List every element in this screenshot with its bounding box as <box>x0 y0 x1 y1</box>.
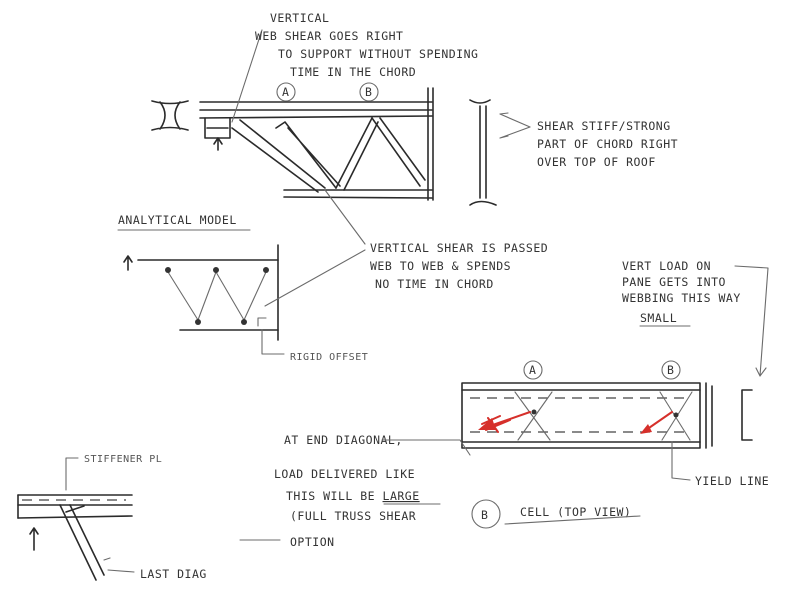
note-enddiag-3: THIS WILL BE LARGE <box>286 489 420 503</box>
enddiag-leader <box>381 439 471 456</box>
rigid-offset-label: RIGID OFFSET <box>290 352 368 363</box>
note-vload-1: VERT LOAD ON <box>622 259 711 273</box>
bottom-chord <box>283 189 433 199</box>
circle-b-top <box>359 82 379 102</box>
label-a-top: A <box>282 85 289 99</box>
note-enddiag-2: LOAD DELIVERED LIKE <box>274 467 415 481</box>
node-b <box>673 412 679 418</box>
last-diag-leader <box>103 557 135 573</box>
chord-section-x <box>151 100 189 131</box>
chord-profile-section <box>469 99 531 206</box>
small-load-arrow <box>645 411 673 431</box>
note-shear-3: OVER TOP OF ROOF <box>537 155 656 169</box>
stiffener-leader <box>65 457 79 491</box>
note-shear-2: PART OF CHORD RIGHT <box>537 137 678 151</box>
detail-reaction-arrow <box>29 527 39 551</box>
cell-outline <box>461 382 701 449</box>
leader-top-note <box>231 29 263 123</box>
cell-top-view-label: CELL (TOP VIEW) <box>520 505 631 519</box>
top-truss-elevation: A B <box>151 29 434 201</box>
model-reaction-arrow <box>123 255 133 271</box>
note-enddiag-1: AT END DIAGONAL, <box>284 433 403 447</box>
note-top-4: TIME IN THE CHORD <box>290 65 416 79</box>
small-arrowhead <box>640 424 652 434</box>
large-arrowhead <box>478 418 496 430</box>
note-vload-3: WEBBING THIS WAY <box>622 291 741 305</box>
note-top-2: WEB SHEAR GOES RIGHT <box>255 29 403 43</box>
model-node-2 <box>213 267 219 273</box>
label-b-cell: B <box>667 363 674 377</box>
end-plate <box>427 87 434 201</box>
rigid-offset-mark <box>257 317 267 327</box>
yield-line-leader <box>671 441 691 481</box>
cell-top-view-underline <box>504 515 641 525</box>
yield-line-label: YIELD LINE <box>695 474 769 488</box>
model-node-5 <box>241 319 247 325</box>
stiffener-detail: STIFFENER PL LAST DIAG <box>17 454 207 581</box>
stiffener-label: STIFFENER PL <box>84 454 162 465</box>
profile-shape <box>469 99 497 206</box>
rigid-offset-leader <box>261 329 285 355</box>
cell-inner-lines <box>461 389 701 443</box>
note-top-3: TO SUPPORT WITHOUT SPENDING <box>278 47 478 61</box>
vshear-leaders <box>264 189 366 307</box>
diagonal-4 <box>371 117 426 187</box>
note-vshear-3: NO TIME IN CHORD <box>375 277 494 291</box>
circle-b-bottom <box>471 499 501 529</box>
note-enddiag-4: (FULL TRUSS SHEAR <box>290 509 416 523</box>
diagonal-2 <box>275 121 341 189</box>
analytical-model: ANALYTICAL MODEL RIGID OFFSET <box>117 213 368 363</box>
web-x-a <box>514 391 553 441</box>
note-enddiag-5: OPTION <box>290 535 335 549</box>
note-vshear-2: WEB TO WEB & SPENDS <box>370 259 511 273</box>
note-vload-4: SMALL <box>640 311 677 325</box>
circle-a-cell <box>523 360 543 380</box>
detail-last-diagonal <box>59 504 105 581</box>
vload-leader-arrow <box>734 265 769 377</box>
bearing-seat <box>204 117 231 139</box>
shear-stiff-arrows <box>499 112 531 139</box>
channel-profile <box>741 389 753 441</box>
note-vshear-1: VERTICAL SHEAR IS PASSED <box>370 241 548 255</box>
note-shear-1: SHEAR STIFF/STRONG <box>537 119 671 133</box>
label-b-top: B <box>365 85 372 99</box>
note-top-1: VERTICAL <box>270 11 329 25</box>
cell-dashed-lines <box>470 397 690 433</box>
diagonal-3 <box>335 117 379 191</box>
label-a-cell: A <box>529 363 536 377</box>
cell-end-lines <box>705 382 713 449</box>
last-diag-label: LAST DIAG <box>140 567 207 581</box>
model-node-4 <box>195 319 201 325</box>
model-node-3 <box>263 267 269 273</box>
end-diagonal <box>231 119 326 193</box>
circle-a-top <box>276 82 296 102</box>
label-b-bottom: B <box>481 508 488 522</box>
reaction-arrow <box>213 137 223 151</box>
cell-plan: A B YIELD LINE <box>461 360 769 488</box>
model-web <box>167 271 267 321</box>
analytical-model-title: ANALYTICAL MODEL <box>118 213 237 227</box>
node-a <box>531 409 537 415</box>
circle-b-cell <box>661 360 681 380</box>
model-node-1 <box>165 267 171 273</box>
top-chord <box>199 101 433 119</box>
note-vload-2: PANE GETS INTO <box>622 275 726 289</box>
